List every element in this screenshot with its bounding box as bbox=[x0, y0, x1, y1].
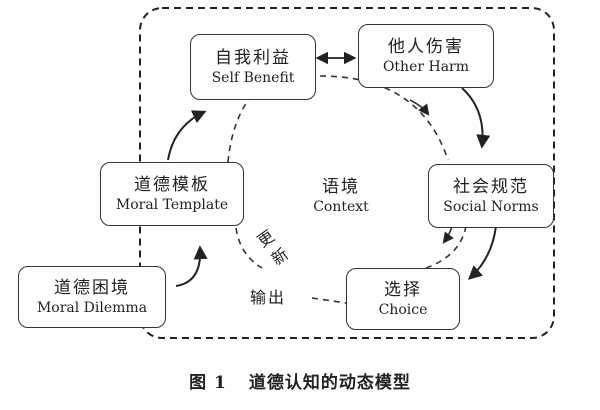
cycle-arc-left bbox=[235, 227, 263, 269]
moral-dilemma-en: Moral Dilemma bbox=[36, 300, 148, 316]
node-other-harm: 他人伤害 Other Harm bbox=[358, 24, 494, 88]
dashed-arrow-to-social-norms bbox=[409, 99, 430, 116]
moral-template-en: Moral Template bbox=[115, 197, 229, 213]
moral-template-zh: 道德模板 bbox=[134, 175, 210, 195]
figure-number: 图 1 bbox=[189, 373, 227, 393]
other-harm-en: Other Harm bbox=[382, 59, 470, 75]
node-choice: 选择 Choice bbox=[346, 268, 460, 330]
arrow-moral-dilemma-to-moral-template bbox=[175, 245, 208, 287]
other-harm-zh: 他人伤害 bbox=[388, 37, 464, 57]
node-social-norms: 社会规范 Social Norms bbox=[428, 164, 554, 228]
choice-zh: 选择 bbox=[384, 280, 422, 300]
cycle-arc-right bbox=[419, 225, 467, 271]
node-moral-template: 道德模板 Moral Template bbox=[100, 162, 244, 226]
self-benefit-en: Self Benefit bbox=[211, 70, 295, 86]
context-label: 语境 Context bbox=[296, 176, 386, 216]
arrow-moral-template-to-self-benefit bbox=[167, 110, 207, 161]
choice-en: Choice bbox=[378, 302, 428, 318]
social-norms-zh: 社会规范 bbox=[453, 177, 529, 197]
node-moral-dilemma: 道德困境 Moral Dilemma bbox=[18, 266, 166, 328]
self-benefit-zh: 自我利益 bbox=[215, 48, 291, 68]
arrow-other-harm-to-social-norms bbox=[461, 87, 491, 149]
cycle-arc-left-upper bbox=[227, 94, 253, 163]
moral-dilemma-zh: 道德困境 bbox=[54, 278, 130, 298]
figure-caption: 图 1 道德认知的动态模型 bbox=[0, 368, 600, 393]
social-norms-en: Social Norms bbox=[443, 199, 539, 215]
context-zh: 语境 bbox=[322, 177, 360, 197]
output-label: 输出 bbox=[250, 288, 287, 307]
cycle-arc-top-right bbox=[319, 75, 449, 161]
node-self-benefit: 自我利益 Self Benefit bbox=[190, 34, 316, 100]
arrow-social-norms-to-choice bbox=[467, 225, 497, 280]
dashed-arrow-to-choice bbox=[442, 225, 454, 244]
output-dash bbox=[311, 297, 347, 304]
figure-title: 道德认知的动态模型 bbox=[248, 373, 411, 393]
context-en: Context bbox=[313, 199, 369, 215]
